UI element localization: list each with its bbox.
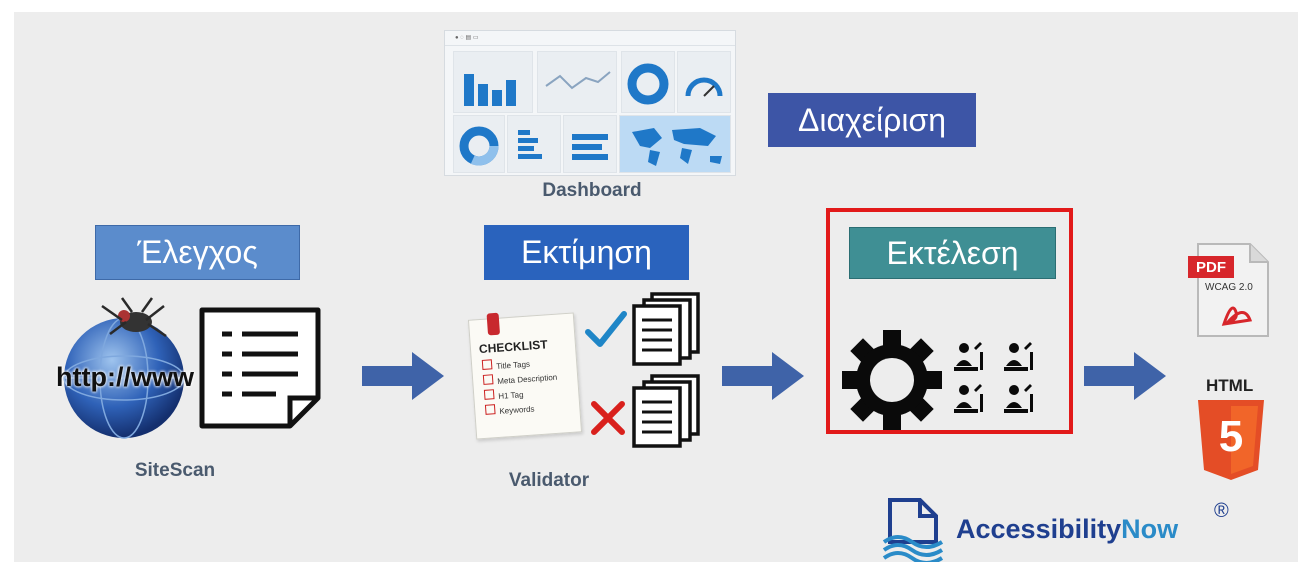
execution-box: Εκτέλεση — [849, 227, 1056, 279]
dashboard-tile-gauge — [677, 51, 731, 113]
dashboard-tile-hbars — [507, 115, 561, 173]
gauge-icon — [685, 77, 723, 97]
cross-icon — [591, 401, 625, 435]
html-label: HTML — [1206, 376, 1254, 395]
document-stack-icon-approved — [632, 292, 700, 366]
pdf-wcag-label: WCAG 2.0 — [1205, 282, 1253, 293]
dashboard-tile-donut — [621, 51, 675, 113]
dashboard-tile-grid — [563, 115, 617, 173]
execution-highlight-frame — [826, 208, 1073, 434]
dashboard-tile-ring — [453, 115, 505, 173]
checkmark-icon — [585, 311, 627, 347]
checklist-paper: CHECKLIST Title Tags Meta Description H1… — [467, 312, 583, 440]
control-box: Έλεγχος — [95, 225, 300, 280]
grid-bars-icon — [572, 134, 608, 160]
dashboard-tile-bars — [453, 51, 533, 113]
donut-icon — [627, 63, 669, 105]
validator-caption: Validator — [508, 470, 590, 491]
dashboard-caption: Dashboard — [542, 180, 642, 201]
dashboard-tile-line — [537, 51, 617, 113]
registered-mark: ® — [1214, 500, 1229, 522]
checklist-items: Title Tags Meta Description H1 Tag Keywo… — [481, 355, 560, 420]
dashboard-tile-map — [619, 115, 731, 173]
brand-wordmark: AccessibilityNow — [956, 514, 1178, 545]
people-working-icon — [954, 342, 1033, 413]
arrow-right-icon-2 — [722, 352, 804, 400]
accessibilitynow-logo-icon — [882, 498, 944, 562]
management-box: Διαχείριση — [768, 93, 976, 147]
checklist-title: CHECKLIST — [478, 337, 549, 357]
pushpin-icon — [486, 312, 501, 336]
gear-icon — [842, 330, 942, 430]
globe-spider-icon — [63, 297, 185, 439]
horizontal-bars-icon — [518, 130, 542, 159]
dashboard-thumbnail: ● ◌ ▤ ▭ — [444, 30, 736, 176]
world-map-icon — [632, 128, 722, 166]
document-list-icon — [199, 307, 321, 429]
arrow-right-icon-1 — [362, 352, 444, 400]
html5-badge-number: 5 — [1218, 412, 1244, 461]
pdf-badge: PDF — [1188, 256, 1234, 278]
dashboard-toolbar: ● ◌ ▤ ▭ — [445, 31, 735, 46]
bar-chart-icon — [464, 74, 516, 106]
brand-name-part1: Accessibility — [956, 514, 1122, 544]
html5-shield-icon — [1198, 400, 1264, 480]
globe-url-text: http://www — [56, 362, 194, 392]
brand-name-part2: Now — [1121, 514, 1179, 544]
arrow-right-icon-3 — [1084, 352, 1166, 400]
document-stack-icon-rejected — [632, 374, 700, 448]
sitescan-caption: SiteScan — [134, 460, 216, 481]
ring-chart-icon — [459, 126, 499, 166]
line-chart-icon — [545, 71, 611, 90]
assessment-box: Εκτίμηση — [484, 225, 689, 280]
